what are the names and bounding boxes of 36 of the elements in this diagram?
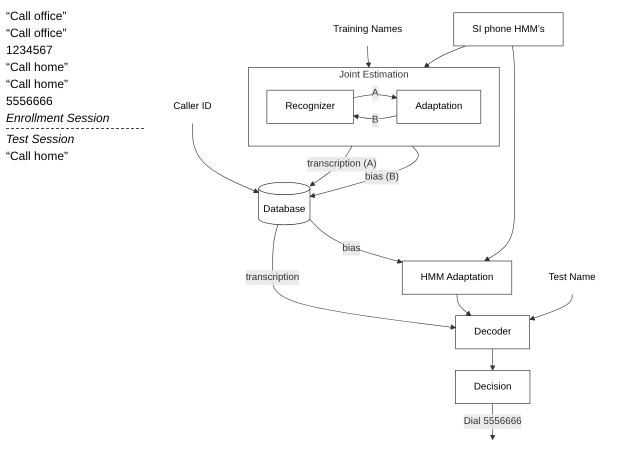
arrow [366, 46, 372, 68]
note-text: “Call home” [6, 77, 70, 91]
edge-label: transcription [246, 272, 300, 283]
node-box: Decision [455, 370, 530, 404]
arrow [456, 294, 472, 316]
node-box: Adaptation [396, 90, 482, 124]
node-text: Training Names [333, 24, 402, 34]
node-text: Caller ID [173, 101, 212, 112]
note-text: “Call office” [6, 9, 68, 23]
node-box: SI phone HMM’s [453, 12, 564, 46]
edge-label: Dial 5556666 [464, 416, 522, 427]
edge-label: A [372, 88, 378, 98]
node-box: Recognizer [266, 90, 354, 124]
arrow [192, 123, 259, 194]
arrow [484, 46, 515, 262]
arrow [310, 218, 402, 264]
node-box: HMM Adaptation [402, 260, 512, 294]
edge-label: bias [342, 242, 360, 254]
edge-label: B [372, 114, 378, 126]
node-box: Decoder [455, 315, 530, 350]
note-text: “Call home” [6, 60, 70, 74]
note-text: “Call home” [6, 149, 70, 163]
edge-label: bias (B) [365, 172, 399, 182]
edge-label: transcription (A) [307, 158, 377, 170]
note-text: 1234567 [6, 43, 54, 57]
arrow [529, 294, 572, 321]
arrow [272, 224, 456, 330]
node-text: Test Name [548, 272, 596, 283]
arrow [353, 114, 398, 120]
arrow [490, 348, 496, 371]
arrow [424, 46, 466, 68]
note-text: 5556666 [6, 94, 54, 108]
session-label: Test Session [6, 132, 76, 146]
session-label: Enrollment Session [6, 111, 110, 125]
arrow [353, 94, 398, 100]
note-text: “Call office” [6, 26, 68, 40]
